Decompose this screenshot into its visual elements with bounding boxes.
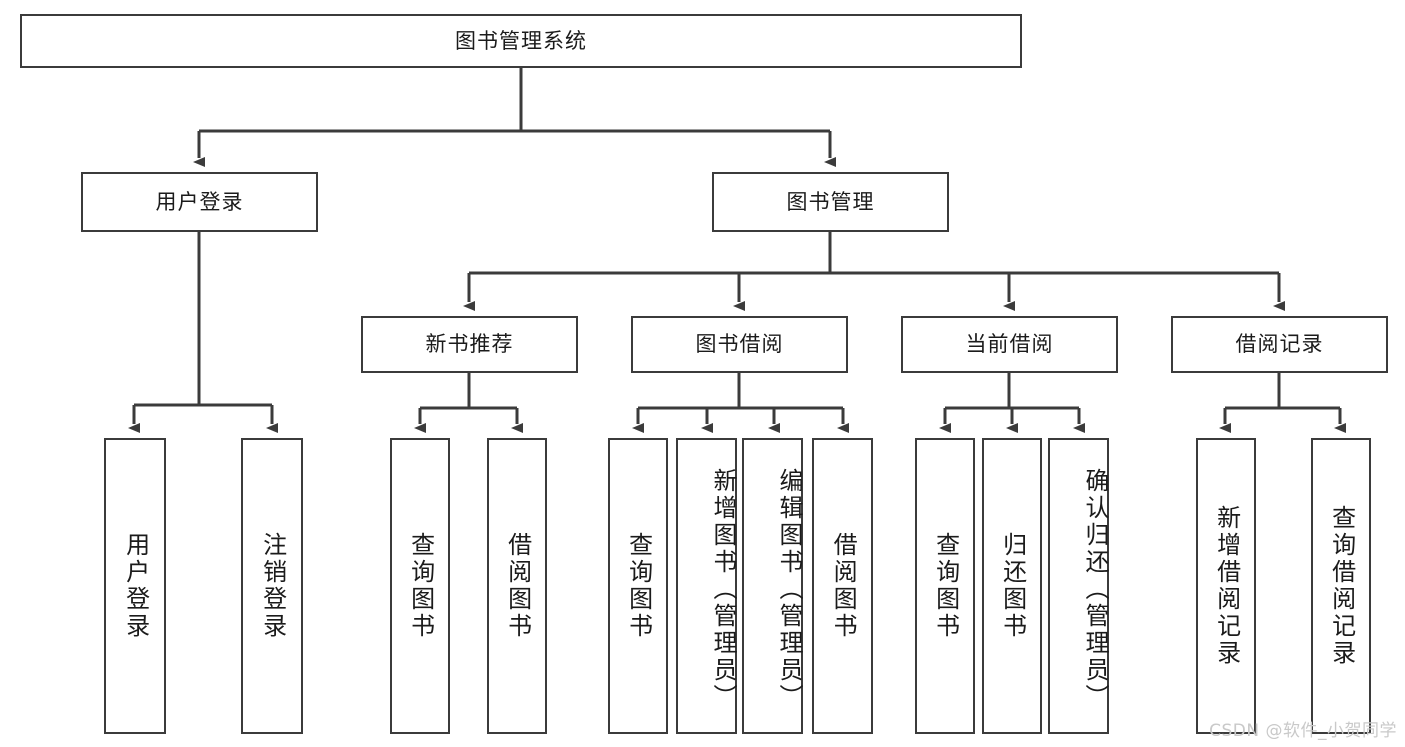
leaf-current-borrow-confirm[interactable]: 确认归还（管理员） [1048, 438, 1109, 734]
leaf-book-borrow-query-label: 查询图书 [624, 532, 653, 640]
leaf-current-borrow-return[interactable]: 归还图书 [982, 438, 1042, 734]
leaf-new-book-query-label: 查询图书 [406, 532, 435, 640]
leaf-book-borrow-add[interactable]: 新增图书（管理员） [676, 438, 737, 734]
leaf-book-borrow-edit-label: 编辑图书（管理员） [775, 467, 803, 711]
leaf-new-book-query[interactable]: 查询图书 [390, 438, 450, 734]
leaf-book-borrow-borrow-label: 借阅图书 [829, 532, 858, 640]
node-book-management[interactable]: 图书管理 [712, 172, 949, 232]
node-root[interactable]: 图书管理系统 [20, 14, 1022, 68]
leaf-current-borrow-query-label: 查询图书 [931, 532, 960, 640]
leaf-borrow-record-add-label: 新增借阅记录 [1212, 505, 1241, 667]
leaf-book-borrow-query[interactable]: 查询图书 [608, 438, 668, 734]
node-borrow-record[interactable]: 借阅记录 [1171, 316, 1388, 373]
node-current-borrow[interactable]: 当前借阅 [901, 316, 1118, 373]
leaf-borrow-record-query-label: 查询借阅记录 [1327, 505, 1356, 667]
leaf-user-login-logout[interactable]: 注销登录 [241, 438, 303, 734]
leaf-user-login-login-label: 用户登录 [121, 532, 150, 640]
leaf-book-borrow-edit[interactable]: 编辑图书（管理员） [742, 438, 803, 734]
node-book-borrow[interactable]: 图书借阅 [631, 316, 848, 373]
leaf-new-book-borrow-label: 借阅图书 [503, 532, 532, 640]
leaf-new-book-borrow[interactable]: 借阅图书 [487, 438, 547, 734]
node-user-login-label: 用户登录 [155, 189, 244, 214]
node-current-borrow-label: 当前借阅 [965, 332, 1054, 357]
leaf-user-login-logout-label: 注销登录 [258, 532, 287, 640]
leaf-borrow-record-add[interactable]: 新增借阅记录 [1196, 438, 1256, 734]
node-borrow-record-label: 借阅记录 [1235, 332, 1324, 357]
leaf-book-borrow-add-label: 新增图书（管理员） [709, 467, 737, 711]
node-user-login[interactable]: 用户登录 [81, 172, 318, 232]
leaf-current-borrow-return-label: 归还图书 [998, 532, 1027, 640]
node-book-management-label: 图书管理 [786, 189, 875, 214]
node-new-book-recommend[interactable]: 新书推荐 [361, 316, 578, 373]
leaf-book-borrow-borrow[interactable]: 借阅图书 [812, 438, 873, 734]
leaf-user-login-login[interactable]: 用户登录 [104, 438, 166, 734]
leaf-current-borrow-query[interactable]: 查询图书 [915, 438, 975, 734]
node-new-book-recommend-label: 新书推荐 [425, 332, 514, 357]
leaf-borrow-record-query[interactable]: 查询借阅记录 [1311, 438, 1371, 734]
node-root-label: 图书管理系统 [455, 28, 587, 53]
node-book-borrow-label: 图书借阅 [695, 332, 784, 357]
leaf-current-borrow-confirm-label: 确认归还（管理员） [1081, 467, 1109, 711]
